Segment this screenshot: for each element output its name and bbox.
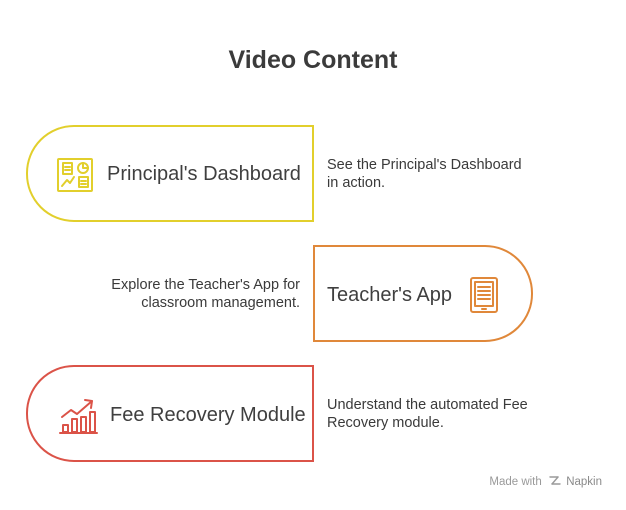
footer-brand: Napkin bbox=[566, 476, 602, 488]
tablet-icon bbox=[470, 277, 498, 313]
description-line: Explore the Teacher's App for bbox=[111, 277, 300, 293]
dashboard-icon bbox=[57, 158, 93, 192]
growth-chart-icon bbox=[59, 399, 98, 434]
napkin-logo-icon bbox=[549, 476, 561, 485]
description-line: Recovery module. bbox=[327, 415, 444, 431]
description-line: in action. bbox=[327, 175, 386, 191]
description-line: See the Principal's Dashboard bbox=[327, 157, 522, 173]
pill-label-principal-dashboard: Principal's Dashboard bbox=[107, 163, 301, 185]
made-with-napkin-footer: Made with Napkin bbox=[489, 475, 602, 488]
description-line: Understand the automated Fee bbox=[327, 397, 528, 413]
principal-dashboard-card: Principal's Dashboard bbox=[26, 125, 314, 222]
description-line: classroom management. bbox=[141, 295, 300, 311]
teachers-app-card: Teacher's App bbox=[313, 245, 533, 342]
description-fee-recovery: Understand the automated Fee Recovery mo… bbox=[327, 396, 547, 432]
pill-label-teachers-app: Teacher's App bbox=[327, 284, 453, 306]
fee-recovery-card: Fee Recovery Module bbox=[26, 365, 314, 462]
pill-label-fee-recovery: Fee Recovery Module bbox=[110, 404, 306, 426]
description-principal-dashboard: See the Principal's Dashboard in action. bbox=[327, 156, 547, 192]
description-teachers-app: Explore the Teacher's App for classroom … bbox=[80, 276, 300, 312]
footer-made-with: Made with bbox=[489, 476, 542, 488]
page-title: Video Content bbox=[228, 46, 398, 74]
